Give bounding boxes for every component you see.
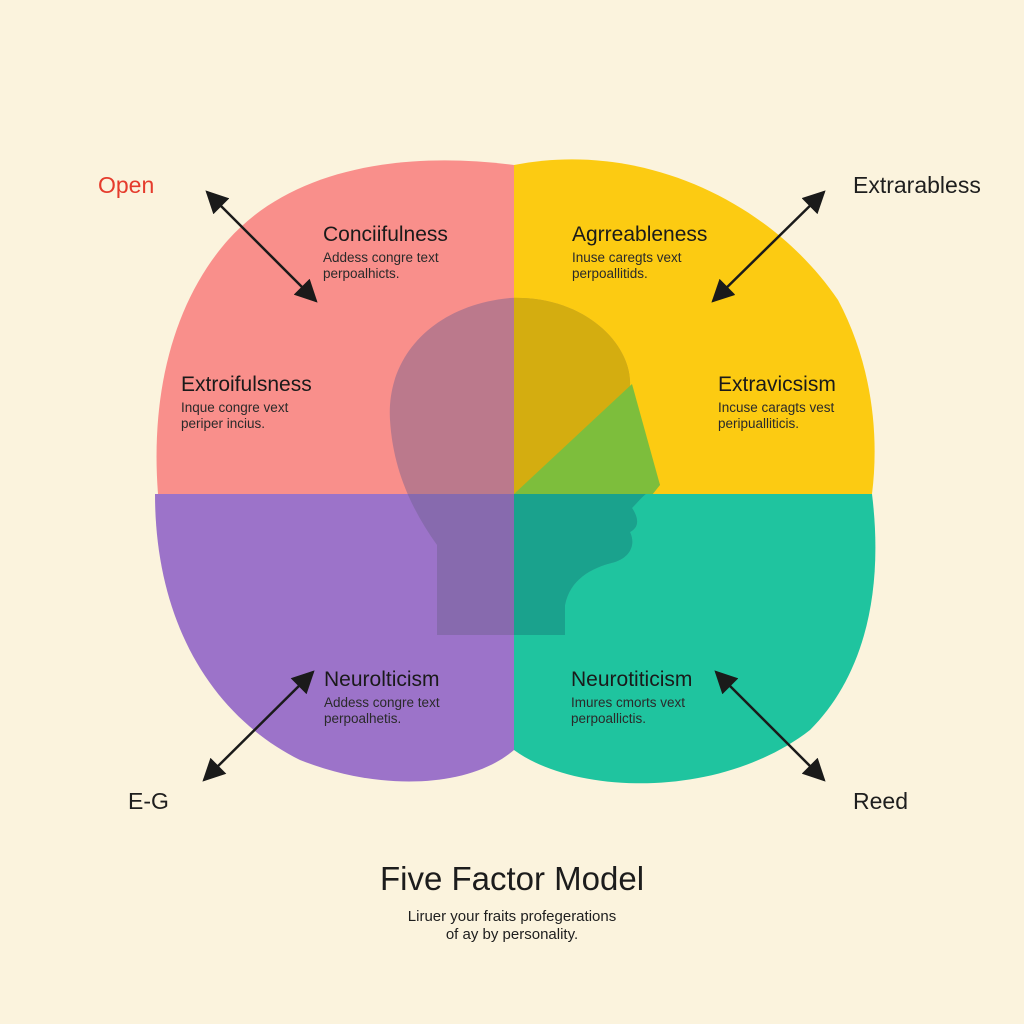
trait-description-line: Incuse caragts vest [718,400,835,415]
trait-description-line: Inuse caregts vext [572,250,682,265]
trait-description: Inque congre vext periper incius. [181,400,312,432]
trait-title: Extravicsism [718,373,836,396]
trait-block-top-left-upper: Conciifulness Addess congre text perpoal… [323,223,448,282]
trait-description-line: peripualliticis. [718,416,800,431]
subtitle-line: Liruer your fraits profegerations [407,908,617,925]
corner-label-bottom-left: E-G [128,788,169,814]
trait-description-line: periper incius. [181,416,266,431]
trait-description-line: Inque congre vext [181,400,289,415]
trait-description-line: Imures cmorts vext [571,695,686,710]
trait-description-line: Addess congre text [324,695,440,710]
arrow-bottom-left [202,670,315,782]
trait-block-top-left-lower: Extroifulsness Inque congre vext periper… [181,373,312,432]
trait-description-line: Addess congre text [323,250,439,265]
arrow-top-left [205,190,318,303]
trait-title: Extroifulsness [181,373,312,396]
corner-label-open: Open [98,172,155,198]
arrow-bottom-right [714,670,826,782]
corner-label-top-right: Extrarabless [853,172,981,198]
diagram-title: Five Factor Model [379,860,645,897]
trait-block-top-right-lower: Extravicsism Incuse caragts vest peripua… [718,373,836,432]
trait-description-line: perpoalhicts. [323,266,400,281]
trait-description: Inuse caregts vext perpoallitids. [572,250,707,282]
corner-label-bottom-right: Reed [853,788,908,814]
trait-description: Addess congre text perpoalhetis. [324,695,440,727]
trait-description: Incuse caragts vest peripualliticis. [718,400,836,432]
arrow-top-right [711,190,826,303]
trait-block-bottom-right: Neurotiticism Imures cmorts vext perpoal… [571,668,692,727]
head-silhouette [389,297,660,635]
trait-description: Imures cmorts vext perpoallictis. [571,695,692,727]
trait-title: Neurotiticism [571,668,693,691]
trait-title: Agrreableness [572,223,708,246]
trait-description-line: perpoallictis. [571,711,647,726]
trait-title: Neurolticism [324,668,440,691]
trait-description: Addess congre text perpoalhicts. [323,250,448,282]
subtitle-line: of ay by personality. [445,926,579,943]
trait-description-line: perpoallitids. [572,266,648,281]
trait-title: Conciifulness [323,223,448,246]
trait-block-top-right-upper: Agrreableness Inuse caregts vext perpoal… [572,223,707,282]
trait-description-line: perpoalhetis. [324,711,402,726]
diagram-subtitle: Liruer your fraits profegerations of ay … [0,908,1024,944]
trait-block-bottom-left: Neurolticism Addess congre text perpoalh… [324,668,440,727]
